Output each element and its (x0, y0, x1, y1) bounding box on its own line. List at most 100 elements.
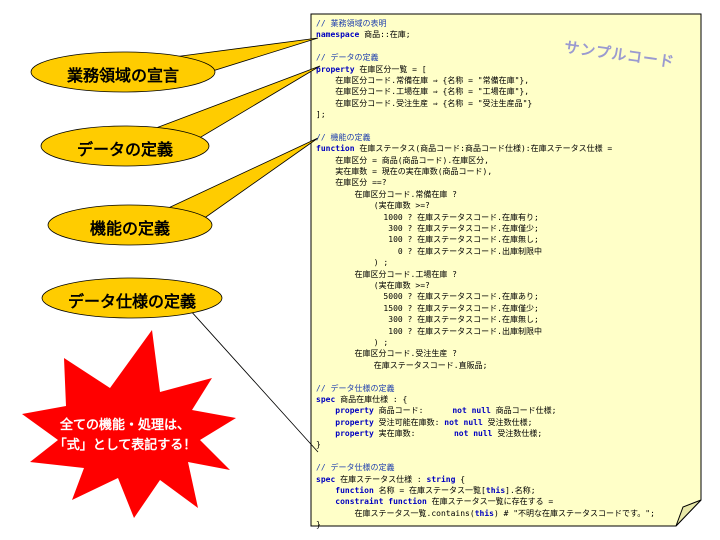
code-text: 在庫区分コード.受注生産 ? (316, 349, 457, 359)
code-text: 商品在庫仕様 : { (335, 394, 408, 404)
code-keyword: spec (316, 474, 336, 484)
code-keyword: this (485, 486, 506, 496)
code-line: // データ仕様の定義 (316, 383, 696, 394)
code-text: 商品コード: (373, 406, 453, 416)
code-text: 在庫ステータス一覧に存在する = (426, 497, 554, 507)
code-text: 在庫区分コード.常備在庫 ? (316, 189, 457, 199)
code-line: 100 ? 在庫ステータスコード.在庫無し; (316, 234, 696, 245)
burst-shape (22, 330, 236, 518)
code-keyword: this (474, 508, 494, 518)
code-text: 在庫ステータス仕様 : (335, 474, 427, 484)
code-keyword: not null (453, 429, 493, 439)
code-line: ]; (316, 109, 696, 120)
code-text: 受注数仕様; (482, 417, 533, 427)
callout-label-namespace: 業務領域の宣言 (66, 66, 179, 85)
code-text: 100 ? 在庫ステータスコード.出庫制限中 (316, 326, 542, 336)
code-text: 在庫区分一覧 = [ (354, 64, 427, 74)
paper-fold-corner (675, 499, 702, 527)
code-comment: // 機能の定義 (316, 132, 371, 142)
code-line: // 機能の定義 (316, 132, 696, 143)
code-text: 1000 ? 在庫ステータスコード.在庫有り; (316, 212, 539, 222)
code-text: 100 ? 在庫ステータスコード.在庫無し; (316, 235, 539, 245)
code-text (316, 418, 335, 427)
code-line: 実在庫数 = 現在の実在庫数(商品コード), (316, 166, 696, 177)
code-keyword: property (335, 417, 374, 427)
code-line: 在庫区分コード.受注生産 ⇒ {名称 = "受注生産品"} (316, 98, 696, 109)
callout-label-function: 機能の定義 (89, 219, 170, 238)
code-keyword: string (426, 474, 456, 484)
burst-label: 全ての機能・処理は、 「式」として表記する！ (40, 416, 210, 456)
code-keyword: property (316, 64, 355, 74)
code-text: ].名称; (505, 486, 536, 496)
code-line: 在庫区分 ==? (316, 177, 696, 188)
code-text: 受注可能在庫数: (373, 417, 445, 427)
code-text: 5000 ? 在庫ステータスコード.在庫あり; (316, 292, 539, 302)
code-keyword: property (335, 429, 374, 439)
code-text: 在庫区分コード.工場在庫 ? (316, 269, 457, 279)
code-line: // データの定義 (316, 52, 696, 63)
code-line: 1000 ? 在庫ステータスコード.在庫有り; (316, 212, 696, 223)
burst-line-1: 全ての機能・処理は、 (59, 418, 190, 433)
code-text: ) ; (316, 337, 389, 347)
code-keyword: namespace (316, 30, 360, 40)
code-text: (実在庫数 >=? (316, 201, 430, 211)
code-line: 在庫区分コード.常備在庫 ⇒ {名称 = "常備在庫"}, (316, 75, 696, 86)
code-text: 300 ? 在庫ステータスコード.在庫無し; (316, 315, 539, 325)
callout-label-data: データの定義 (76, 140, 173, 159)
code-text (316, 497, 335, 506)
code-line: property 受注可能在庫数: not null 受注数仕様; (316, 417, 696, 428)
callout-spec (41, 277, 223, 319)
code-text: 在庫区分 ==? (316, 178, 387, 188)
code-line: function 名称 = 在庫ステータス一覧[this].名称; (316, 485, 696, 496)
code-line: ) ; (316, 337, 696, 348)
code-line: 在庫ステータスコード.直販品; (316, 360, 696, 371)
code-text: 在庫区分コード.工場在庫 ⇒ {名称 = "工場在庫"}, (316, 87, 530, 97)
code-text: 在庫ステータス(商品コード:商品コード仕様):在庫ステータス仕様 = (354, 144, 613, 154)
code-line (316, 121, 696, 132)
code-text: } (316, 440, 321, 450)
code-line: function 在庫ステータス(商品コード:商品コード仕様):在庫ステータス仕… (316, 143, 696, 154)
code-keyword: function (316, 144, 355, 154)
code-text: 1500 ? 在庫ステータスコード.在庫僅少; (316, 303, 539, 313)
code-text: 名称 = 在庫ステータス一覧[ (373, 486, 486, 496)
callout-namespace (30, 51, 216, 93)
code-keyword: constraint function (335, 497, 427, 507)
code-line: 1500 ? 在庫ステータスコード.在庫僅少; (316, 303, 696, 314)
callout-label-spec: データ仕様の定義 (67, 292, 196, 311)
code-comment: // 業務領域の表明 (316, 19, 387, 28)
code-text: 在庫区分 = 商品(商品コード).在庫区分, (316, 155, 489, 165)
code-line: 300 ? 在庫ステータスコード.在庫僅少; (316, 223, 696, 234)
code-keyword: not null (444, 417, 483, 427)
code-keyword: spec (316, 394, 336, 404)
code-text (316, 406, 335, 415)
code-text: 0 ? 在庫ステータスコード.出庫制限中 (316, 246, 542, 256)
code-line: } (316, 519, 696, 530)
code-line: property 実在庫数: not null 受注数仕様; (316, 428, 696, 439)
code-text: ) # "不明な在庫ステータスコードです。"; (493, 508, 655, 518)
code-comment: // データの定義 (316, 53, 379, 63)
code-line: 在庫区分コード.工場在庫 ? (316, 269, 696, 280)
code-line: 在庫区分コード.受注生産 ? (316, 348, 696, 359)
code-line (316, 451, 696, 462)
code-text: 在庫ステータスコード.直販品; (316, 360, 488, 370)
code-text: 商品コード仕様; (490, 406, 557, 416)
code-line: } (316, 439, 696, 450)
code-text: 在庫区分コード.常備在庫 ⇒ {名称 = "常備在庫"}, (316, 75, 530, 85)
code-line: 在庫区分 = 商品(商品コード).在庫区分, (316, 155, 696, 166)
code-text: 300 ? 在庫ステータスコード.在庫僅少; (316, 224, 539, 234)
callout-function (47, 204, 213, 246)
code-text: 実在庫数: (373, 429, 454, 439)
code-text: 実在庫数 = 現在の実在庫数(商品コード), (316, 167, 493, 177)
code-text: { (455, 474, 466, 484)
code-line: (実在庫数 >=? (316, 280, 696, 291)
code-comment: // データ仕様の定義 (316, 463, 395, 473)
code-line: namespace 商品::在庫; (316, 29, 696, 40)
code-text: 受注数仕様; (492, 429, 543, 439)
code-line: // データ仕様の定義 (316, 462, 696, 473)
code-line: 300 ? 在庫ステータスコード.在庫無し; (316, 314, 696, 325)
code-line: constraint function 在庫ステータス一覧に存在する = (316, 496, 696, 507)
code-line: 在庫区分コード.常備在庫 ? (316, 189, 696, 200)
code-keyword: not null (452, 406, 491, 416)
code-line (316, 41, 696, 52)
